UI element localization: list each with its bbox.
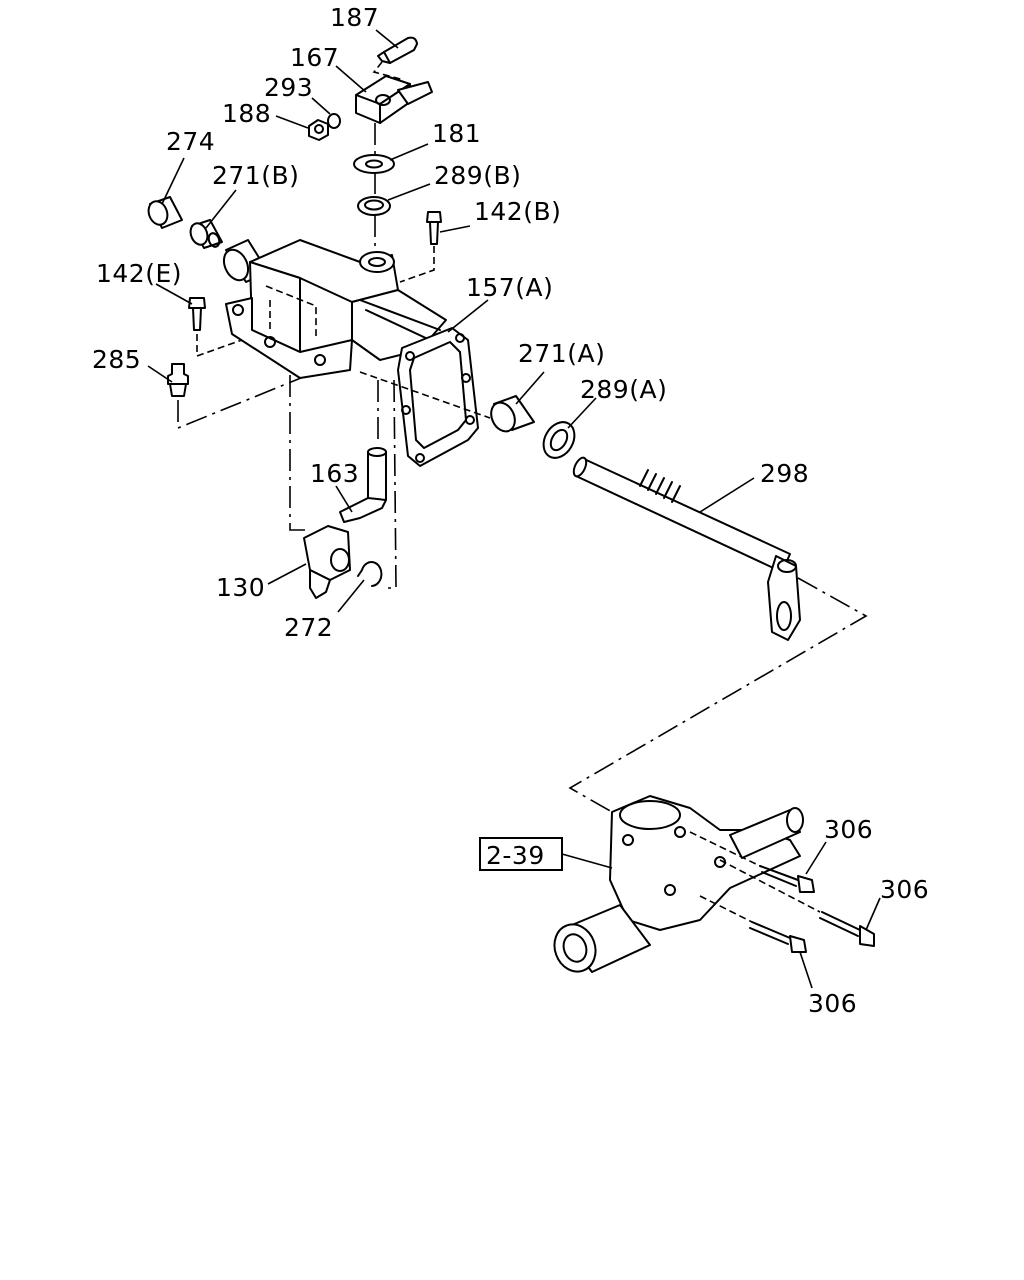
callout-157a: 157(A) bbox=[466, 273, 553, 302]
part-289a-seal bbox=[542, 421, 576, 459]
axis-142e bbox=[196, 329, 271, 358]
axis-housing-right bbox=[385, 379, 397, 589]
callout-306-right: 306 bbox=[880, 875, 929, 904]
part-130-lever bbox=[303, 525, 351, 599]
callout-293: 293 bbox=[264, 73, 313, 102]
part-181-washer bbox=[353, 154, 395, 174]
reference-label: 2-39 bbox=[486, 841, 545, 870]
part-298-shaft bbox=[572, 456, 801, 641]
callout-289a: 289(A) bbox=[580, 375, 667, 404]
axis-187 bbox=[372, 61, 405, 81]
part-289b-seal bbox=[357, 196, 391, 216]
callout-142e: 142(E) bbox=[96, 259, 182, 288]
part-272-snap-ring bbox=[357, 561, 383, 587]
callout-271a: 271(A) bbox=[518, 339, 605, 368]
part-188-nut bbox=[308, 119, 329, 141]
part-142e-bolt bbox=[188, 297, 206, 331]
callout-142b: 142(B) bbox=[474, 197, 561, 226]
callout-306-bottom: 306 bbox=[808, 989, 857, 1018]
callout-272: 272 bbox=[284, 613, 333, 642]
callout-274: 274 bbox=[166, 127, 215, 156]
part-271a-bushing bbox=[490, 395, 535, 433]
part-293-washer bbox=[327, 113, 341, 129]
part-271b-bushing bbox=[189, 219, 223, 249]
axis-housing-left bbox=[289, 375, 305, 531]
part-306-bolt-a bbox=[759, 865, 815, 893]
callout-167: 167 bbox=[290, 43, 339, 72]
axis-housing-top bbox=[265, 285, 317, 336]
callout-289b: 289(B) bbox=[434, 161, 521, 190]
part-306-bolt-c bbox=[749, 921, 807, 953]
axis-298 bbox=[568, 577, 868, 813]
callout-298: 298 bbox=[760, 459, 809, 488]
axis-142b bbox=[399, 246, 435, 283]
callout-181: 181 bbox=[432, 119, 481, 148]
callout-271b: 271(B) bbox=[212, 161, 299, 190]
part-187-pin bbox=[377, 36, 418, 64]
part-306-bolt-b bbox=[819, 911, 875, 947]
callout-188: 188 bbox=[222, 99, 271, 128]
part-274-bushing bbox=[147, 196, 183, 229]
leader-lines bbox=[147, 29, 881, 989]
part-285-breather bbox=[167, 363, 189, 397]
reference-box-frame bbox=[479, 837, 563, 871]
part-2-39-assembly bbox=[553, 795, 804, 973]
callout-306-top: 306 bbox=[824, 815, 873, 844]
axis-285 bbox=[177, 357, 351, 430]
reference-box[interactable]: 2-39 bbox=[479, 837, 563, 871]
part-157a-housing bbox=[222, 239, 479, 467]
axis-306 bbox=[689, 831, 821, 923]
part-163-arm bbox=[339, 447, 387, 523]
axis-shaft-inner bbox=[359, 371, 491, 419]
callout-163: 163 bbox=[310, 459, 359, 488]
part-142b-bolt bbox=[426, 211, 442, 245]
part-167-block bbox=[355, 75, 433, 124]
callout-285: 285 bbox=[92, 345, 141, 374]
callout-187: 187 bbox=[330, 3, 379, 32]
callout-130: 130 bbox=[216, 573, 265, 602]
